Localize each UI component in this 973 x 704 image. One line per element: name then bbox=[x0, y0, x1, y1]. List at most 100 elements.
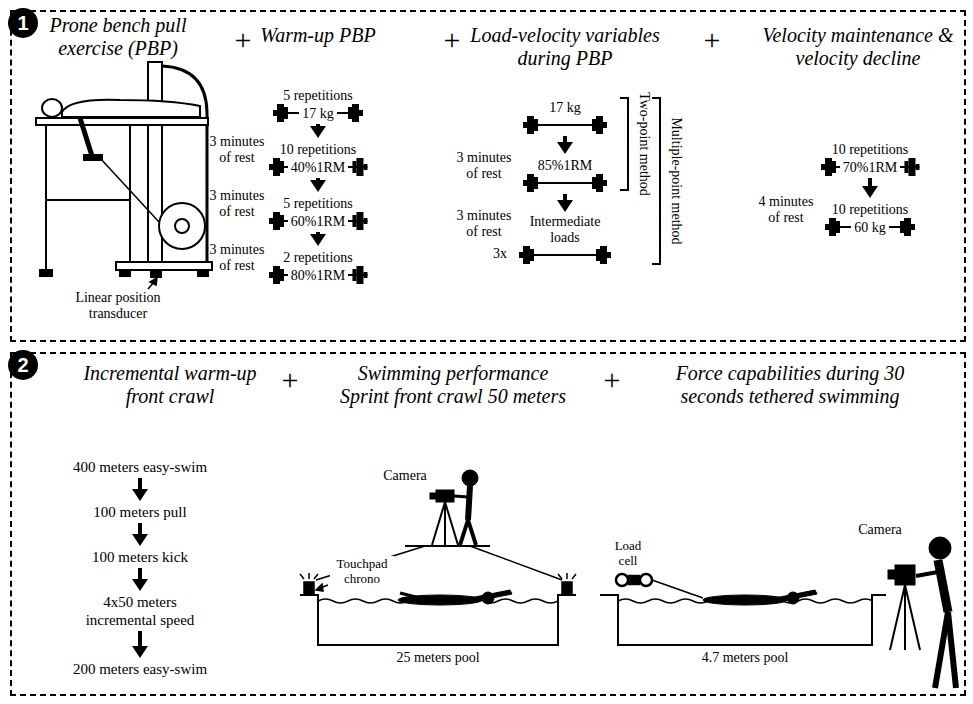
load-text: 60 kg bbox=[851, 219, 889, 237]
plus-sign: + bbox=[600, 362, 624, 397]
weight-plate bbox=[596, 174, 603, 192]
weight-plate bbox=[836, 221, 840, 233]
load-text: 80%1RM bbox=[288, 267, 348, 285]
camera-operator bbox=[888, 570, 895, 579]
plus-sign: + bbox=[700, 22, 724, 57]
weight-plate bbox=[280, 215, 284, 227]
weight-plate bbox=[352, 215, 356, 227]
barbell-row bbox=[520, 174, 610, 192]
barbell-row: 40%1RM bbox=[266, 158, 370, 176]
camera-operator bbox=[890, 585, 905, 650]
weight-plate bbox=[280, 161, 284, 173]
bench-machine bbox=[40, 270, 52, 276]
touchpad-lamp bbox=[304, 582, 314, 594]
weight-plate bbox=[523, 122, 527, 128]
sprint-pool bbox=[470, 546, 562, 580]
rest-note: 3 minutes of rest bbox=[453, 208, 515, 240]
weight-plate bbox=[519, 252, 523, 258]
weight-plate bbox=[600, 246, 607, 264]
load-text: 40%1RM bbox=[288, 159, 348, 177]
rest-note: 4 minutes of rest bbox=[755, 194, 817, 226]
camera-operator bbox=[888, 537, 956, 688]
barbell-row: 60 kg bbox=[822, 218, 918, 236]
weight-plate bbox=[592, 119, 596, 131]
camera-operator bbox=[938, 560, 948, 612]
part-label: Linear position transducer bbox=[58, 290, 178, 322]
load-text: 10 repetitions bbox=[832, 142, 909, 158]
weight-plate bbox=[269, 218, 273, 224]
swimmer bbox=[703, 595, 787, 605]
step-text: 200 meters easy-swim bbox=[73, 660, 207, 678]
section-number: 2 bbox=[8, 350, 38, 380]
weight-plate bbox=[523, 246, 530, 264]
weight-plate bbox=[607, 252, 611, 258]
load-step: 17 kg bbox=[520, 98, 610, 134]
athlete bbox=[42, 99, 62, 117]
camera-operator bbox=[444, 502, 446, 545]
barbell-icon bbox=[516, 246, 614, 264]
step-text: 400 meters easy-swim bbox=[73, 458, 207, 476]
weight-plate bbox=[603, 122, 607, 128]
barbell-row bbox=[516, 246, 614, 264]
section-number: 1 bbox=[8, 8, 38, 38]
load-text: 5 repetitions bbox=[283, 196, 353, 212]
set-count: 3x bbox=[488, 246, 512, 262]
part-label: Camera bbox=[850, 522, 910, 538]
sprint-pool bbox=[405, 545, 490, 547]
step-text: 4x50 meters incremental speed bbox=[71, 593, 209, 629]
bench-machine bbox=[159, 203, 205, 249]
weight-plate bbox=[363, 272, 367, 278]
weight-plate bbox=[363, 164, 367, 170]
load-text: 17 kg bbox=[299, 105, 337, 123]
flow-arrow bbox=[316, 178, 320, 182]
load-cell bbox=[640, 574, 652, 586]
leader-arrow bbox=[148, 278, 157, 289]
load-text: 10 repetitions bbox=[280, 142, 357, 158]
barbell-row: 60%1RM bbox=[266, 212, 370, 230]
bench-machine bbox=[120, 270, 130, 276]
plus-sign: + bbox=[231, 22, 255, 57]
swim-step: 100 meters pull bbox=[50, 503, 230, 521]
load-step: 85%1RM bbox=[520, 156, 610, 192]
plus-sign: + bbox=[440, 22, 464, 57]
weight-plate bbox=[904, 218, 911, 236]
tethered-pool bbox=[652, 580, 703, 598]
load-step: 10 repetitions60 kg bbox=[822, 200, 918, 236]
weight-plate bbox=[356, 212, 363, 230]
section-panel: 2 400 meters easy-swim 100 meters pull 100 … bbox=[10, 352, 966, 696]
part-label: Camera bbox=[377, 468, 433, 484]
load-text: 17 kg bbox=[549, 100, 581, 116]
weight-plate bbox=[273, 110, 277, 116]
sprint-pool bbox=[300, 595, 576, 645]
weight-plate bbox=[596, 116, 603, 134]
weight-plate bbox=[359, 110, 363, 116]
section-heading: Incremental warm-up front crawl bbox=[75, 362, 265, 408]
position-transducer bbox=[150, 270, 162, 278]
touchpad-lamp bbox=[566, 573, 568, 579]
camera-operator bbox=[432, 502, 445, 545]
rest-note: 3 minutes of rest bbox=[206, 242, 268, 274]
camera-operator bbox=[454, 496, 468, 497]
rest-note: 3 minutes of rest bbox=[206, 188, 268, 220]
swimmer bbox=[775, 590, 817, 602]
bench-machine bbox=[129, 125, 131, 262]
load-text: 2 repetitions bbox=[283, 250, 353, 266]
touchpad-lamp bbox=[562, 582, 572, 594]
dimension-label: 25 meters pool bbox=[373, 650, 503, 666]
weight-plate bbox=[273, 212, 280, 230]
tethered-pool bbox=[600, 595, 886, 645]
flow-arrow bbox=[563, 136, 567, 144]
load-text: 5 repetitions bbox=[283, 88, 353, 104]
bench-machine bbox=[198, 270, 208, 276]
flow-arrow bbox=[138, 568, 142, 581]
camera-operator bbox=[468, 486, 470, 520]
barbell-icon bbox=[520, 116, 610, 134]
weight-plate bbox=[832, 161, 836, 173]
swim-step: 100 meters kick bbox=[50, 548, 230, 566]
camera-operator bbox=[462, 470, 478, 486]
load-text: Intermediate loads bbox=[516, 214, 614, 246]
weight-plate bbox=[911, 224, 915, 230]
section-heading: Prone bench pull exercise (PBP) bbox=[38, 14, 198, 60]
weight-plate bbox=[534, 119, 538, 131]
